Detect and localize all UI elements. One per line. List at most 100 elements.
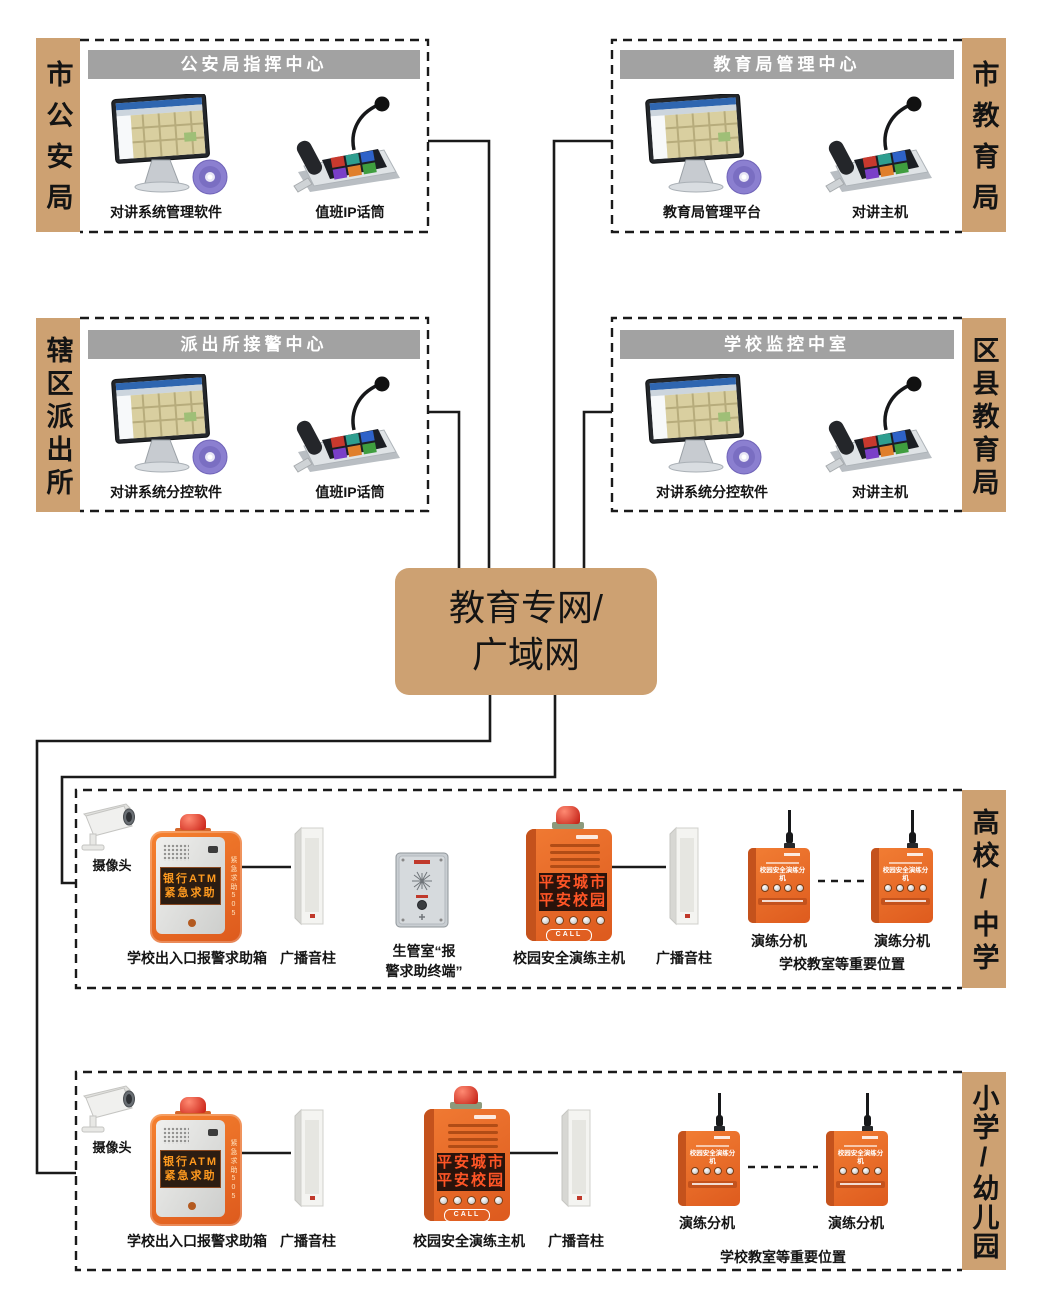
drill-extension-device: 校园安全演练分机 (748, 810, 810, 923)
speaker-column-label: 广播音柱 (656, 950, 712, 966)
led-line2: 平安校园 (539, 892, 608, 909)
link-station-network (428, 410, 461, 569)
led-display: 平安城市 平安校园 (539, 873, 607, 911)
intercom-label: 生管室“报 警求助终端” (374, 941, 474, 981)
side-text: 紧急求助505 (230, 1138, 237, 1202)
drill-host-device: 平安城市 平安校园 CALL (526, 806, 612, 948)
computer-icon (111, 374, 228, 475)
brand-mark (474, 1115, 496, 1119)
button-row (839, 1167, 882, 1175)
speaker-column-icon (669, 826, 699, 926)
warning-strip (688, 1181, 737, 1188)
button-row (761, 884, 804, 892)
brand-mark (576, 835, 598, 839)
beacon-icon (454, 1086, 478, 1104)
link-psb-network (428, 139, 491, 569)
speaker-column-label: 广播音柱 (280, 950, 336, 966)
beacon-icon (180, 814, 206, 830)
brand-mark (907, 853, 923, 856)
led-line2: 紧急求助 (164, 887, 217, 899)
camera-icon (81, 1085, 135, 1133)
led-line2: 紧急求助 (164, 1170, 217, 1182)
link-educity-network (552, 139, 612, 569)
speaker-column-icon (294, 1108, 324, 1208)
phone-label: 对讲主机 (852, 204, 908, 220)
classroom-note-label: 学校教室等重要位置 (779, 956, 905, 972)
speaker-column-icon (294, 826, 324, 926)
phone-label: 值班IP话筒 (315, 204, 385, 220)
face-text: 校园安全演练分机 (881, 862, 930, 883)
drill-extension-label: 演练分机 (828, 1215, 884, 1231)
button-row (541, 916, 605, 925)
sidebar-label-edu-city: 市教育局 (962, 38, 1006, 232)
led-line1: 银行ATM (162, 1156, 218, 1168)
face-text: 校园安全演练分机 (758, 862, 807, 883)
intercom-label-line2: 警求助终端” (385, 963, 463, 979)
header-edu-management-center: 教育局管理中心 (620, 50, 954, 79)
brand-mark (714, 1136, 730, 1139)
camera-window (208, 1129, 218, 1136)
sidebar-label-school-high: 高校/中学 (962, 790, 1006, 988)
computer-label: 教育局管理平台 (663, 204, 761, 220)
ip-phone-icon (825, 376, 932, 473)
camera-label: 摄像头 (92, 858, 132, 873)
drill-host-label: 校园安全演练主机 (413, 1233, 525, 1249)
cd-icon (726, 159, 762, 195)
cd-icon (192, 439, 228, 475)
classroom-note-label: 学校教室等重要位置 (720, 1249, 846, 1265)
alarm-box-body: 银行ATM 紧急求助 紧急求助505 (150, 831, 242, 943)
header-psb-command-center: 公安局指挥中心 (88, 50, 420, 79)
button-row (884, 884, 927, 892)
computer-icon (111, 94, 228, 195)
alarm-box-label: 学校出入口报警求助箱 (127, 950, 267, 966)
speaker-grille (163, 1127, 189, 1144)
sidebar-label-police-station: 辖区派出所 (36, 318, 80, 512)
led-line1: 平安城市 (437, 1154, 506, 1171)
drill-extension-device: 校园安全演练分机 (678, 1093, 740, 1206)
sidebar-label-psb: 市公安局 (36, 38, 80, 232)
computer-label: 对讲系统管理软件 (110, 204, 222, 220)
speaker-column-label: 广播音柱 (548, 1233, 604, 1249)
computer-label: 对讲系统分控软件 (656, 484, 768, 500)
camera-window (208, 846, 218, 853)
alarm-box-label: 学校出入口报警求助箱 (127, 1233, 267, 1249)
speaker-column-icon (561, 1108, 591, 1208)
drill-host-device: 平安城市 平安校园 CALL (424, 1086, 510, 1228)
link-edudistrict-network (582, 410, 612, 569)
warning-strip (881, 898, 930, 905)
call-badge: CALL (546, 929, 592, 942)
led-line1: 银行ATM (162, 873, 218, 885)
computer-icon (645, 94, 762, 195)
cd-icon (192, 159, 228, 195)
ip-phone-icon (825, 96, 932, 193)
sidebar-label-school-primary: 小学/幼儿园 (962, 1072, 1006, 1270)
phone-label: 值班IP话筒 (315, 484, 385, 500)
intercom-label-line1: 生管室“报 (392, 943, 456, 959)
call-button (188, 1202, 196, 1210)
speaker-column-label: 广播音柱 (280, 1233, 336, 1249)
vent-slats (550, 844, 600, 872)
cd-icon (726, 439, 762, 475)
beacon-icon (180, 1097, 206, 1113)
button-row (439, 1196, 503, 1205)
ip-phone-icon (293, 376, 400, 473)
camera-label: 摄像头 (92, 1140, 132, 1155)
header-school-monitor-room: 学校监控中室 (620, 330, 954, 359)
warning-strip (758, 898, 807, 905)
drill-extension-device: 校园安全演练分机 (826, 1093, 888, 1206)
side-text: 紧急求助505 (230, 855, 237, 919)
drill-extension-label: 演练分机 (751, 933, 807, 949)
brand-mark (784, 853, 800, 856)
network-label-line1: 教育专网/ (448, 586, 603, 628)
call-badge: CALL (444, 1209, 490, 1222)
face-text: 校园安全演练分机 (688, 1145, 737, 1166)
sidebar-label-edu-district: 区县教育局 (962, 318, 1006, 512)
network-label-line2: 广域网 (471, 633, 580, 675)
computer-label: 对讲系统分控软件 (110, 484, 222, 500)
face-text: 校园安全演练分机 (836, 1145, 885, 1166)
drill-extension-device: 校园安全演练分机 (871, 810, 933, 923)
ip-phone-icon (293, 96, 400, 193)
drill-extension-label: 演练分机 (874, 933, 930, 949)
speaker-grille (163, 844, 189, 861)
button-row (691, 1167, 734, 1175)
